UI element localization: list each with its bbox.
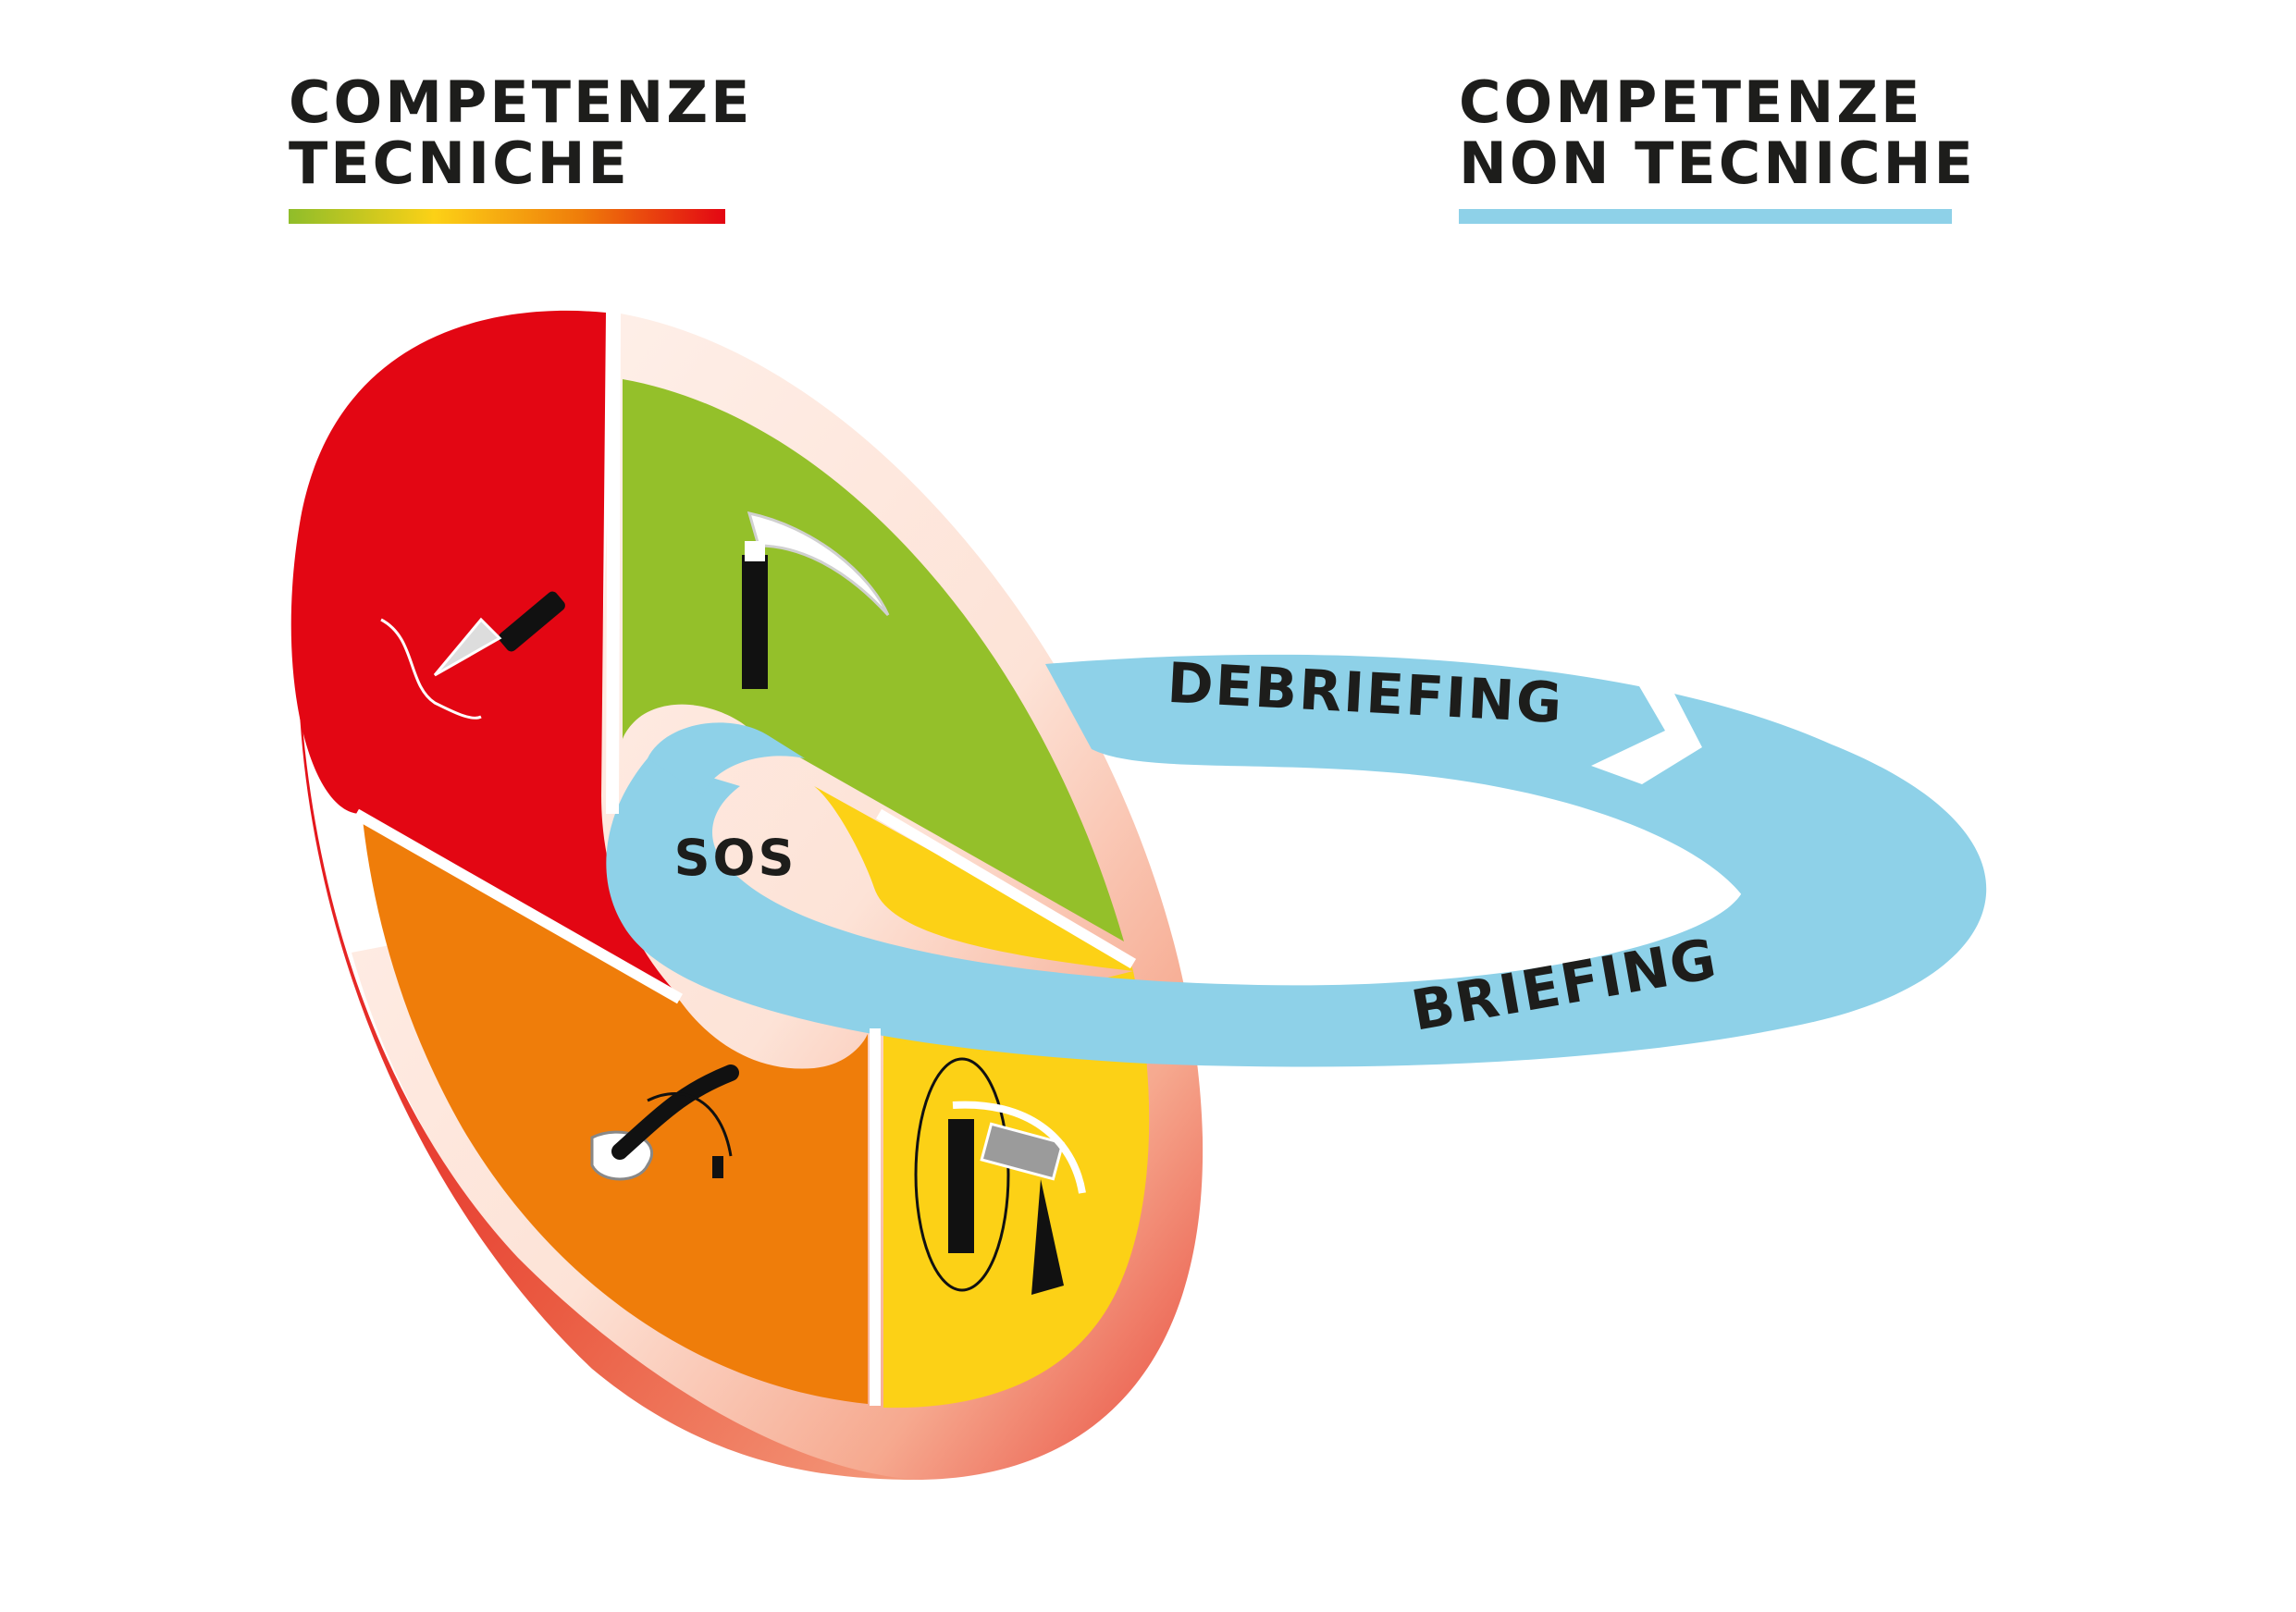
ring-back (1045, 654, 1987, 1022)
non-technical-skills-title: COMPETENZE NON TECNICHE (1459, 72, 1976, 194)
laryngoscope-icon (742, 511, 890, 689)
technical-gradient-bar (289, 209, 725, 224)
non-technical-title-line2: NON TECNICHE (1459, 129, 1976, 197)
separator-diagonal-right (875, 808, 1137, 969)
ring-inner-left (648, 722, 805, 795)
videolaryngoscope-icon (914, 1057, 1086, 1295)
sos-label: SOS (674, 829, 797, 887)
technical-skills-title: COMPETENZE TECNICHE (289, 72, 753, 194)
non-technical-bar (1459, 209, 1952, 224)
ring-front (606, 758, 1945, 1067)
segment-yellow (883, 971, 1150, 1409)
airway-device-icon (590, 1064, 739, 1181)
segment-yellow-upper (814, 786, 1133, 971)
scalpel-icon (380, 591, 565, 720)
ring-arrow-notch (1591, 675, 1702, 784)
non-technical-title-line1: COMPETENZE (1459, 68, 1923, 136)
segment-red (290, 310, 680, 998)
separator-vertical-top (606, 312, 621, 815)
segment-orange (363, 819, 868, 1404)
segment-green (622, 379, 1124, 941)
technical-title-line2: TECNICHE (289, 129, 630, 197)
separator-diagonal-left (353, 808, 683, 1004)
technical-title-line1: COMPETENZE (289, 68, 753, 136)
